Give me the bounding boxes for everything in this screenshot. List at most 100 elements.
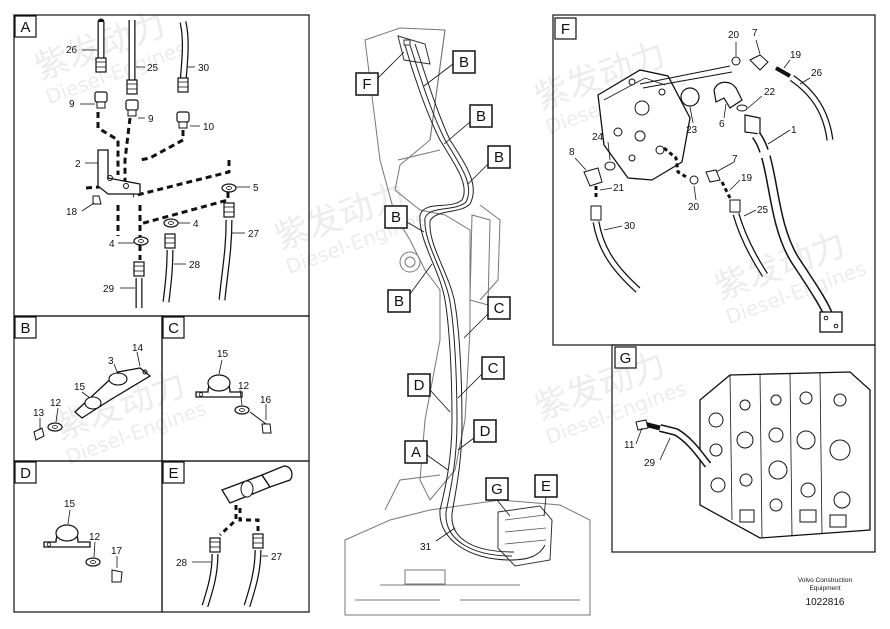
callout-c-label: C	[488, 360, 499, 377]
panel-f-label: 1	[791, 125, 797, 136]
panel-a-label: 9	[69, 99, 75, 110]
panel-b-label: 13	[33, 408, 45, 419]
panel-f-label: 7	[752, 28, 758, 39]
panel-g: G 11 29	[611, 344, 876, 553]
panel-a-label: 9	[148, 114, 154, 125]
callout-f-label: F	[362, 76, 371, 93]
panel-d-tag-box	[14, 461, 37, 484]
panel-a-label: 4	[109, 239, 115, 250]
panel-a-label: 25	[147, 63, 159, 74]
panel-b-label: 14	[132, 343, 144, 354]
panel-f-label: 7	[732, 154, 738, 165]
panel-g-label: 29	[644, 458, 656, 469]
panel-f-label: 21	[613, 183, 625, 194]
document-footer: Volvo Construction Equipment 1022816	[789, 577, 861, 610]
panel-f-label: 24	[592, 132, 604, 143]
callout-b: B	[387, 263, 433, 313]
panel-a-label: 26	[66, 45, 78, 56]
panel-f-label: 30	[624, 221, 636, 232]
panel-a-label: 28	[189, 260, 201, 271]
panel-a-label: 30	[198, 63, 210, 74]
panel-a-label: 18	[66, 207, 78, 218]
panel-a-label: 27	[248, 229, 260, 240]
callout-b: B	[443, 104, 493, 145]
overview-part-label: 31	[420, 542, 432, 553]
panel-c-label: 16	[260, 395, 272, 406]
panel-f-label: 23	[686, 125, 698, 136]
callout-e: E	[534, 474, 558, 517]
company-name-line2: Equipment	[809, 585, 841, 592]
panel-a: A	[13, 14, 310, 317]
panel-b-label: 12	[50, 398, 62, 409]
callout-d-label: D	[480, 423, 491, 440]
callout-b-label: B	[394, 293, 404, 310]
panel-f-label: 19	[790, 50, 802, 61]
callout-b-label: B	[476, 108, 486, 125]
panel-a-tag: A	[20, 19, 30, 36]
panel-c-label: 15	[217, 349, 229, 360]
callout-b-label: B	[459, 54, 469, 71]
panel-d-label: 12	[89, 532, 101, 543]
panel-e-frame	[161, 460, 310, 613]
panel-d: D 15 12 17	[13, 460, 163, 613]
panel-c-label: 12	[238, 381, 250, 392]
panel-f-label: 26	[811, 68, 823, 79]
panel-b-tag: B	[20, 320, 30, 337]
panel-b-tag-box	[14, 316, 37, 339]
callout-g: G	[485, 477, 511, 517]
callout-a-label: A	[411, 444, 421, 461]
panel-f-label: 6	[719, 119, 725, 130]
callout-f: F	[355, 51, 405, 96]
panel-b-label: 3	[108, 356, 114, 367]
panel-f-label: 25	[757, 205, 769, 216]
panel-e-label: 28	[176, 558, 188, 569]
panel-f: F	[552, 14, 876, 346]
callout-g-label: G	[491, 481, 503, 498]
callout-b-label: B	[391, 209, 401, 226]
panel-e: E 28 27	[161, 460, 310, 613]
overview-machine	[344, 27, 591, 616]
callout-c-label: C	[494, 300, 505, 317]
callout-b: B	[423, 50, 476, 87]
panel-f-label: 20	[688, 202, 700, 213]
callout-d: D	[457, 419, 497, 451]
panel-e-label: 27	[271, 552, 283, 563]
callout-b-label: B	[494, 149, 504, 166]
panel-f-label: 8	[569, 147, 575, 158]
panel-b-label: 15	[74, 382, 86, 393]
panel-d-label: 17	[111, 546, 123, 557]
panel-f-label: 22	[764, 87, 776, 98]
panel-a-label: 5	[253, 183, 259, 194]
panel-c-tag-box	[162, 316, 185, 339]
panel-e-tag-box	[162, 461, 185, 484]
callout-b: B	[467, 145, 511, 185]
panel-f-label: 20	[728, 30, 740, 41]
panel-a-label: 2	[75, 159, 81, 170]
callout-e-label: E	[541, 478, 551, 495]
panel-d-label: 15	[64, 499, 76, 510]
panel-a-label: 4	[193, 219, 199, 230]
callout-d: D	[407, 373, 451, 413]
panel-a-label: 10	[203, 122, 215, 133]
panel-d-tag: D	[20, 465, 31, 482]
panel-f-label: 19	[741, 173, 753, 184]
panel-f-tag-box	[554, 17, 577, 40]
panel-g-frame	[611, 344, 876, 553]
callout-c: C	[463, 296, 511, 339]
overview-callouts: F B B B B B C	[355, 50, 558, 553]
callout-a: A	[404, 440, 449, 471]
panel-g-tag: G	[620, 350, 632, 367]
panel-a-tag-box	[14, 15, 37, 38]
panel-d-frame	[13, 460, 163, 613]
panel-c-tag: C	[168, 320, 179, 337]
callout-c: C	[457, 356, 505, 399]
panel-e-tag: E	[168, 465, 178, 482]
panel-a-label: 29	[103, 284, 115, 295]
panel-g-tag-box	[614, 346, 637, 369]
document-number: 1022816	[805, 597, 845, 608]
panel-f-tag: F	[561, 21, 570, 38]
callout-d-label: D	[414, 377, 425, 394]
company-name: Volvo Construction	[797, 577, 853, 584]
callout-b: B	[384, 205, 425, 233]
panel-g-label: 11	[624, 440, 635, 451]
